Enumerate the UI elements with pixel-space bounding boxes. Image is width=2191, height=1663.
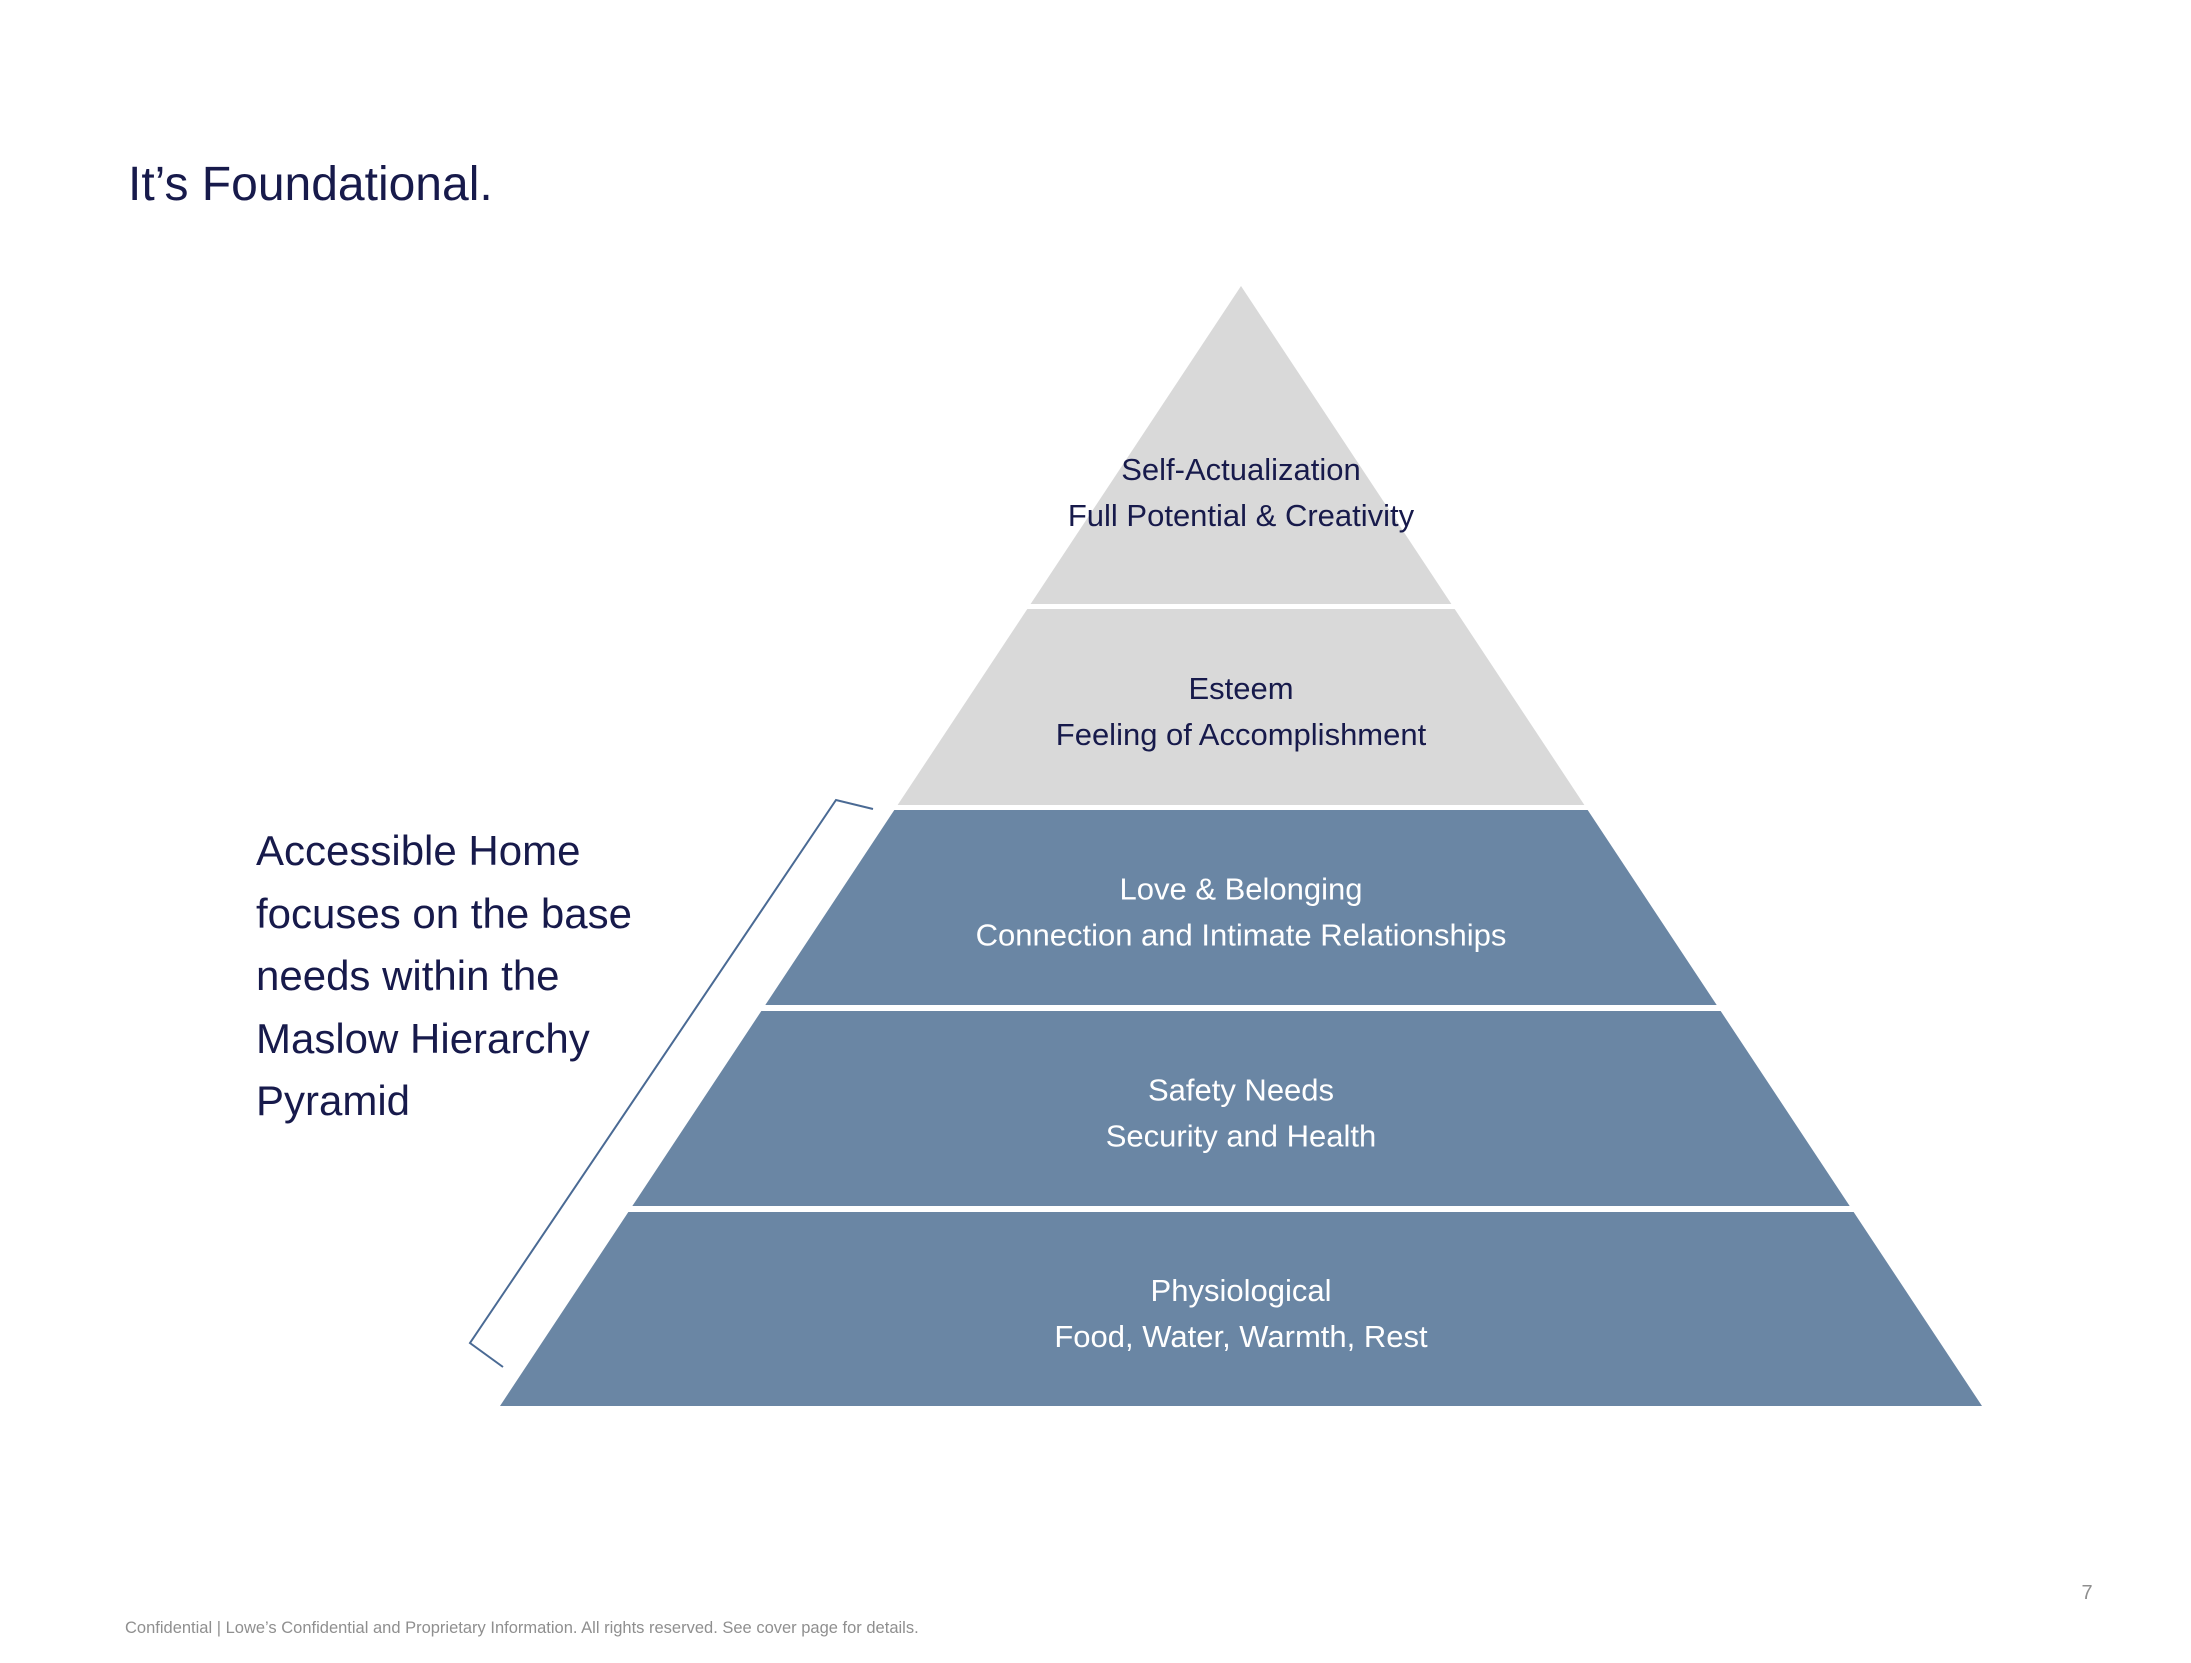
pyramid-tier: [765, 810, 1717, 1005]
tier-name: Love & Belonging: [1119, 872, 1362, 907]
pyramid-tiers: [500, 286, 1982, 1406]
tier-description: Feeling of Accomplishment: [1056, 717, 1427, 752]
pyramid-tier: [1030, 286, 1452, 604]
tier-name: Self-Actualization: [1121, 452, 1361, 487]
footer-confidential: Confidential | Lowe’s Confidential and P…: [125, 1619, 919, 1637]
page-number: 7: [2081, 1582, 2093, 1604]
tier-name: Esteem: [1188, 671, 1293, 706]
tier-description: Full Potential & Creativity: [1068, 498, 1415, 533]
side-note-text: Accessible Home focuses on the base need…: [256, 827, 632, 1124]
tier-description: Security and Health: [1106, 1119, 1377, 1154]
tier-name: Safety Needs: [1148, 1073, 1334, 1108]
tier-description: Connection and Intimate Relationships: [976, 918, 1507, 953]
pyramid-tier: [897, 609, 1585, 805]
base-needs-bracket: [468, 798, 874, 1368]
pyramid-tier: [500, 1212, 1982, 1406]
slide-title: It’s Foundational.: [128, 158, 493, 211]
tier-name: Physiological: [1151, 1273, 1332, 1308]
pyramid-tier: [632, 1011, 1850, 1206]
tier-description: Food, Water, Warmth, Rest: [1054, 1319, 1428, 1354]
